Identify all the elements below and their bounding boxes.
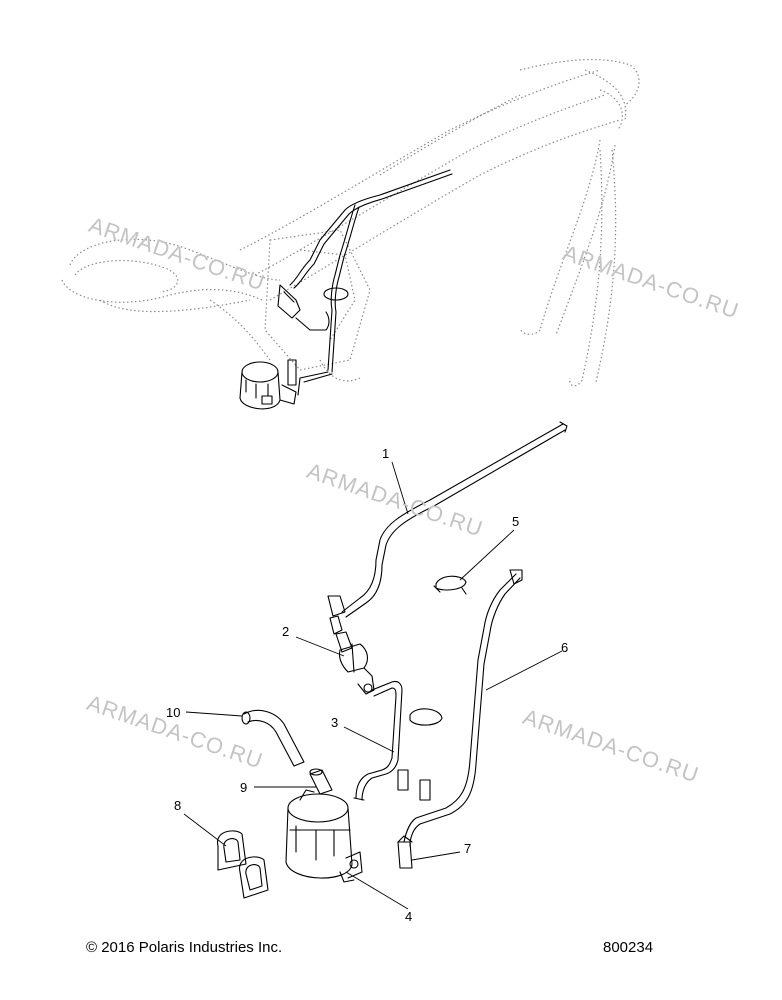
valve-part-2 bbox=[329, 615, 375, 695]
upper-assembly-lines bbox=[239, 169, 453, 410]
callout-6: 6 bbox=[561, 640, 568, 655]
callout-labels: 1 2 3 4 5 6 7 8 9 10 bbox=[166, 446, 568, 924]
callout-9: 9 bbox=[240, 780, 247, 795]
sleeve-part-9 bbox=[309, 768, 333, 795]
bracket-part-8 bbox=[217, 830, 269, 899]
copyright-text: © 2016 Polaris Industries Inc. bbox=[86, 939, 283, 956]
clamp-part-5 bbox=[433, 575, 467, 595]
drawing-number: 800234 bbox=[603, 939, 654, 956]
callout-10: 10 bbox=[166, 705, 180, 720]
fuel-line-part-6 bbox=[403, 569, 523, 847]
canister-part-4 bbox=[285, 789, 363, 883]
callout-8: 8 bbox=[174, 798, 181, 813]
callout-4: 4 bbox=[405, 909, 412, 924]
vent-line-part-3 bbox=[353, 680, 409, 801]
vent-tube-part-1 bbox=[327, 421, 568, 618]
callout-2: 2 bbox=[282, 624, 289, 639]
hose-part-10 bbox=[241, 709, 305, 767]
callout-1: 1 bbox=[382, 446, 389, 461]
clamp-mid bbox=[409, 708, 443, 726]
exploded-parts bbox=[217, 421, 568, 899]
callout-7: 7 bbox=[464, 841, 471, 856]
vehicle-frame-ghost bbox=[61, 58, 640, 387]
fitting-part-7 bbox=[397, 835, 413, 869]
leader-lines bbox=[183, 461, 563, 910]
callout-3: 3 bbox=[331, 715, 338, 730]
callout-5: 5 bbox=[512, 514, 519, 529]
